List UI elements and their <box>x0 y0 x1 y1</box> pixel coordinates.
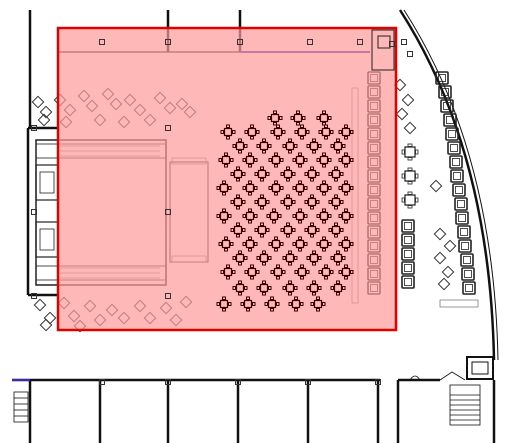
facade-booth <box>461 267 475 281</box>
facade-booth <box>454 197 468 211</box>
facade-booth <box>460 253 474 267</box>
curved-facade <box>398 9 499 443</box>
booth-seat <box>401 247 415 261</box>
diamond-table <box>437 277 451 291</box>
structural-column <box>407 51 413 57</box>
booth-seat <box>401 233 415 247</box>
facade-booth <box>457 225 471 239</box>
facade-booth <box>462 281 476 295</box>
diamond-table <box>429 179 443 193</box>
facade-booth <box>450 169 464 183</box>
diamond-table <box>39 318 53 332</box>
facade-booth <box>449 155 463 169</box>
facade-booth <box>458 239 472 253</box>
diamond-table <box>441 265 455 279</box>
diamond-table <box>33 298 47 312</box>
diamond-table <box>443 239 457 253</box>
structural-column <box>401 39 407 45</box>
staircase <box>409 371 481 426</box>
facade-booth <box>455 211 469 225</box>
facade-booth <box>447 141 461 155</box>
diamond-table <box>433 251 447 265</box>
diamond-table <box>43 311 57 325</box>
stair-left <box>13 391 29 423</box>
square-table <box>401 167 419 185</box>
booth-seat <box>401 261 415 275</box>
square-table <box>401 191 419 209</box>
facade-booth <box>452 183 466 197</box>
booth-seat <box>401 219 415 233</box>
diamond-table <box>395 107 409 121</box>
diamond-table <box>433 227 447 241</box>
building-walls <box>12 10 494 443</box>
booth-seat <box>401 275 415 289</box>
square-table <box>401 143 419 161</box>
selected-area-highlight <box>56 26 398 332</box>
diamond-table <box>31 95 45 109</box>
diamond-table <box>401 93 415 107</box>
diamond-table <box>403 121 417 135</box>
